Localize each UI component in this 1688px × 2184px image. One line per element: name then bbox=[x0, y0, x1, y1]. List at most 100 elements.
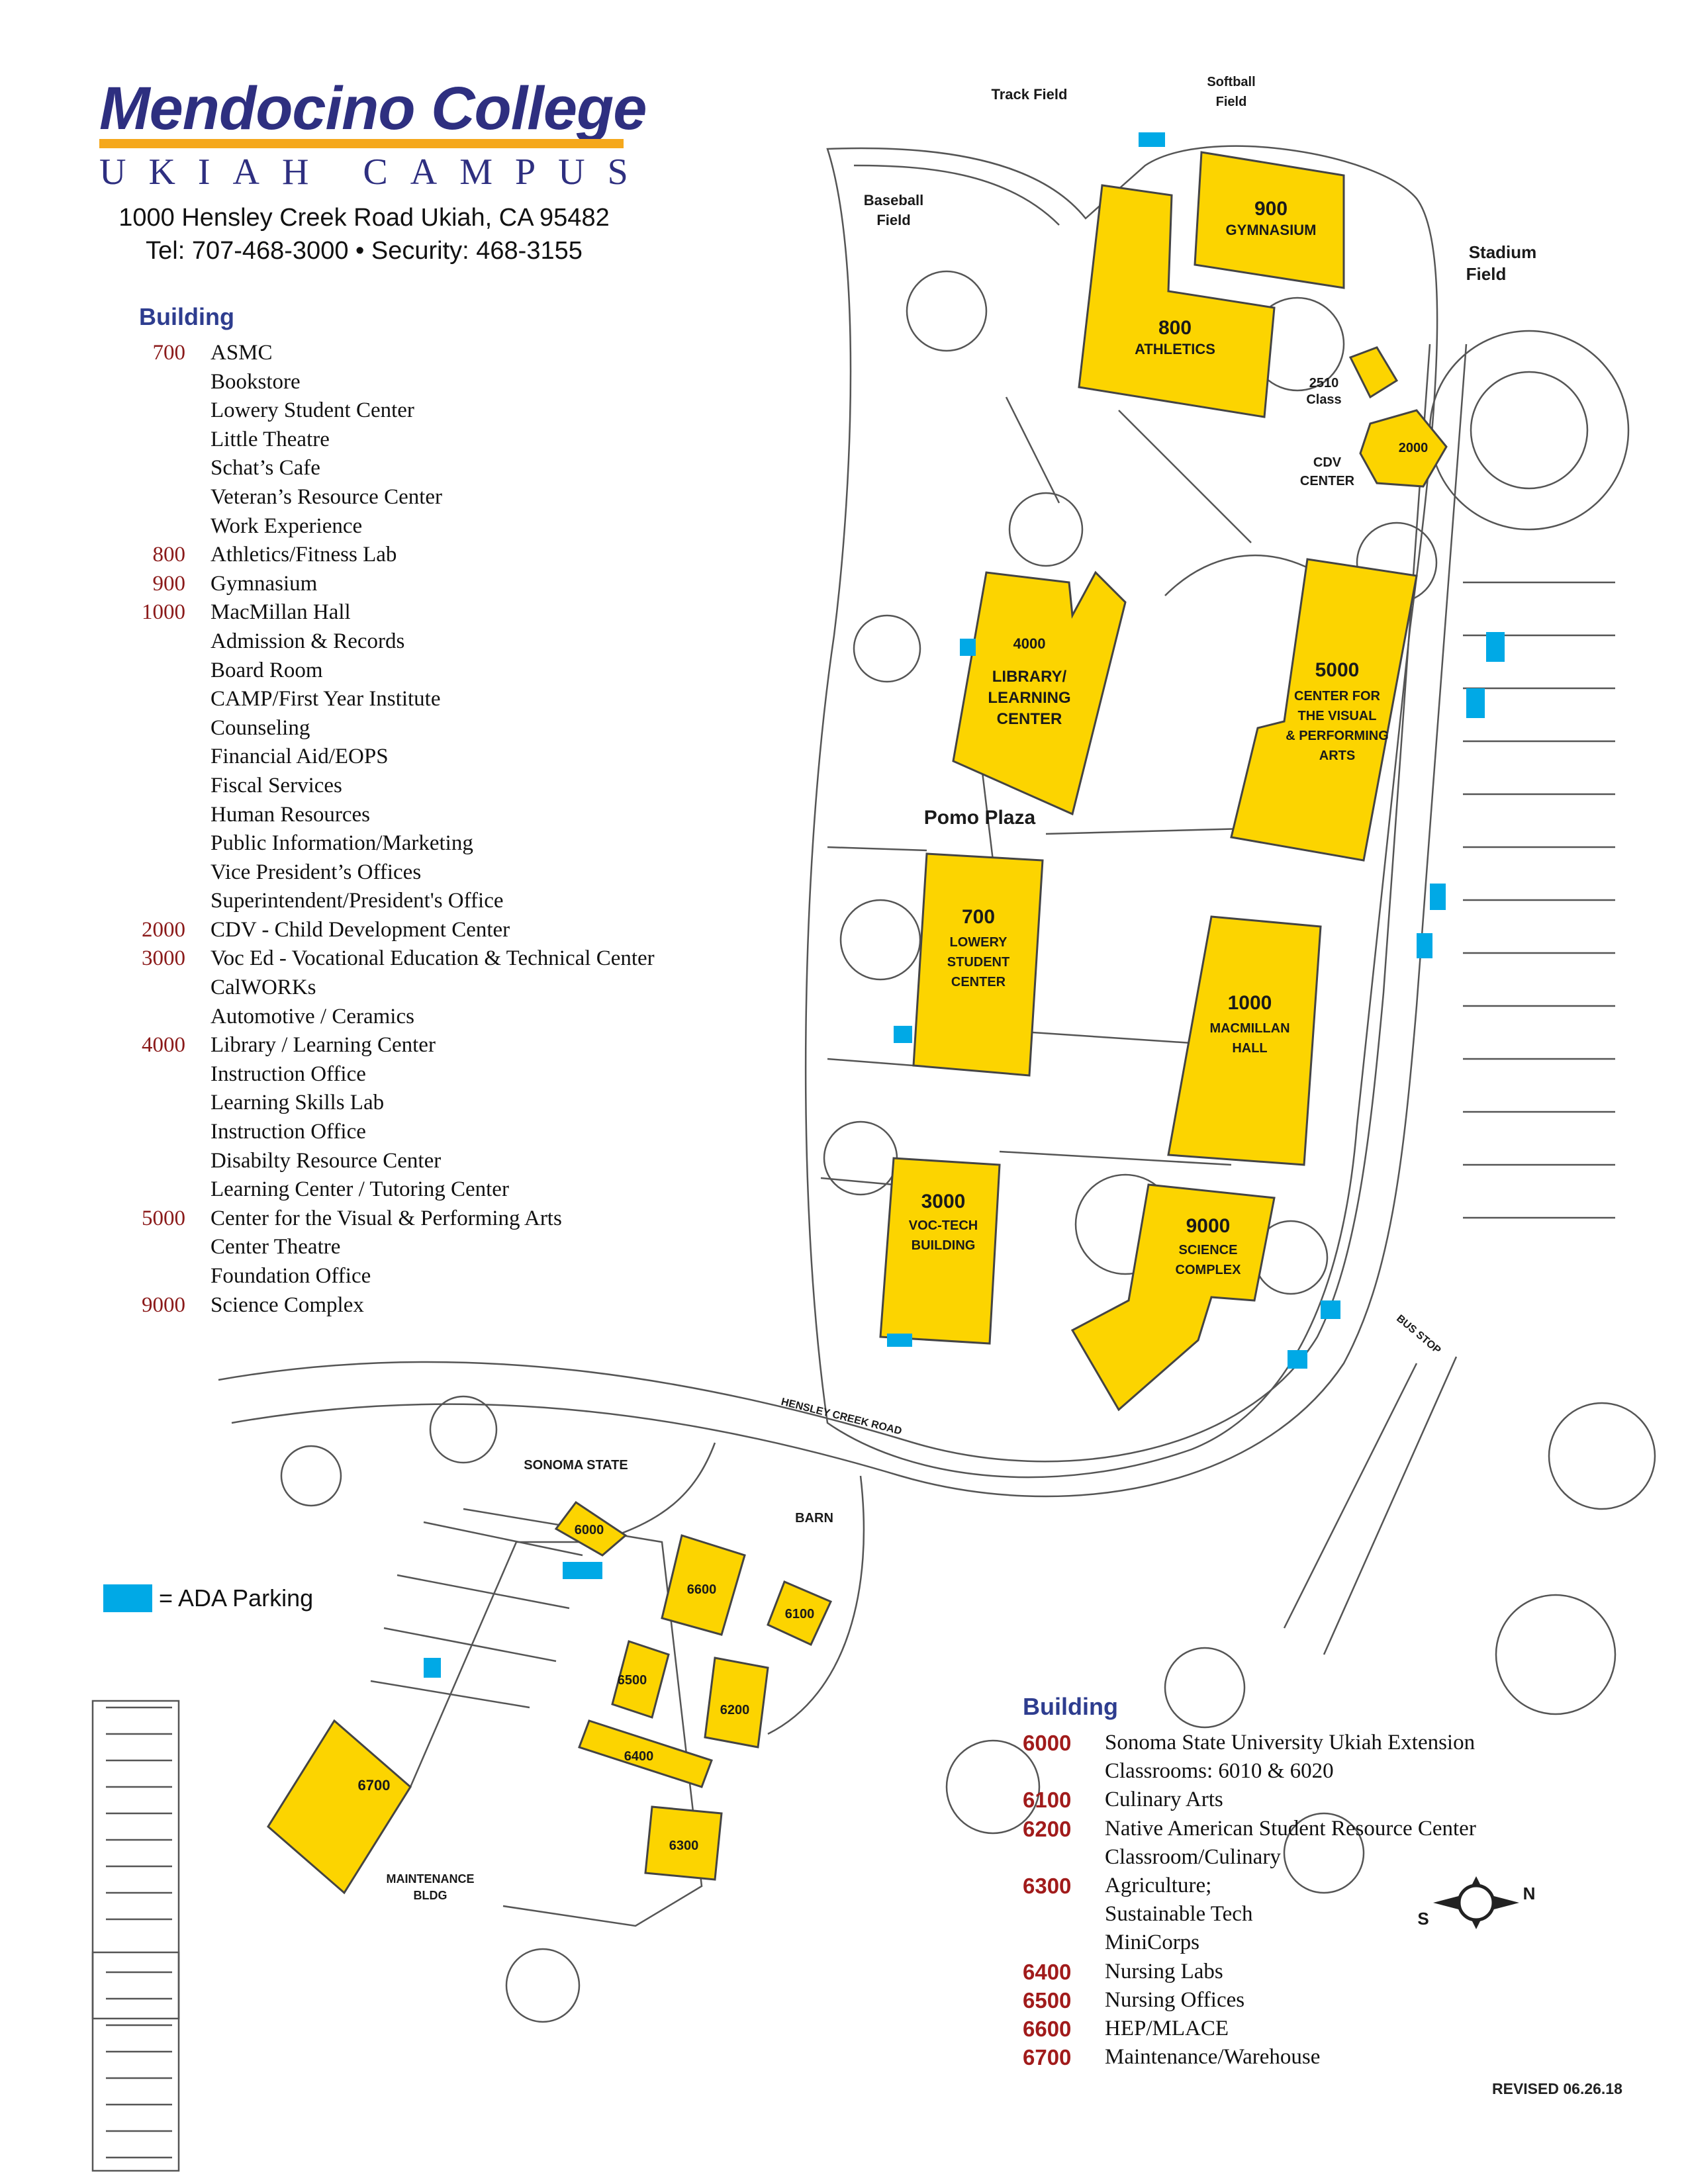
campus-phone: Tel: 707-468-3000 • Security: 468-3155 bbox=[146, 237, 583, 265]
legend-row: Schat’s Cafe bbox=[132, 454, 728, 483]
legend-building-name: Agriculture; bbox=[1105, 1873, 1212, 1897]
label-baseball-1: Baseball bbox=[864, 192, 924, 208]
legend-row: Veteran’s Resource Center bbox=[132, 483, 728, 512]
building-6200[interactable] bbox=[704, 1657, 769, 1749]
building-900[interactable] bbox=[1194, 151, 1345, 289]
legend-heading-main: Building bbox=[139, 303, 234, 330]
label-6000-name: SONOMA STATE bbox=[524, 1458, 628, 1473]
building-1000[interactable] bbox=[1167, 915, 1322, 1166]
legend-building-name: CDV - Child Development Center bbox=[211, 917, 510, 942]
ada-space bbox=[1321, 1300, 1340, 1319]
label-2510-num: 2510 bbox=[1309, 376, 1339, 390]
legend-building-name: Culinary Arts bbox=[1105, 1788, 1223, 1812]
legend-building-name: Maintenance/Warehouse bbox=[1105, 2045, 1321, 2070]
building-6700[interactable] bbox=[267, 1719, 412, 1895]
building-6400[interactable] bbox=[578, 1719, 713, 1788]
label-6700-name: MAINTENANCE bbox=[387, 1872, 475, 1886]
legend-building-name: Center for the Visual & Performing Arts bbox=[211, 1206, 562, 1230]
legend-building-name: Vice President’s Offices bbox=[211, 860, 422, 884]
legend-building-name: Bookstore bbox=[211, 369, 301, 394]
legend-row: CAMP/First Year Institute bbox=[132, 685, 728, 714]
legend-building-number: 1000 bbox=[142, 600, 185, 625]
building-700[interactable] bbox=[912, 852, 1044, 1077]
legend-row: Vice President’s Offices bbox=[132, 858, 728, 887]
label-9000-num: 9000 bbox=[1186, 1215, 1231, 1237]
legend-row: MiniCorps bbox=[1023, 1929, 1618, 1957]
building-9000[interactable] bbox=[1070, 1183, 1276, 1412]
label-4000-line3: CENTER bbox=[997, 710, 1062, 728]
legend-row: Center Theatre bbox=[132, 1233, 728, 1262]
building-6000[interactable] bbox=[554, 1500, 628, 1557]
building-6600[interactable] bbox=[661, 1534, 746, 1636]
legend-row: Instruction Office bbox=[132, 1118, 728, 1147]
legend-building-number: 800 bbox=[152, 543, 186, 567]
legend-row: Public Information/Marketing bbox=[132, 829, 728, 858]
legend-building-name: Instruction Office bbox=[211, 1120, 366, 1144]
legend-row: Superintendent/President's Office bbox=[132, 887, 728, 916]
building-2000[interactable] bbox=[1359, 409, 1448, 488]
legend-row: Counseling bbox=[132, 714, 728, 743]
campus-name: UKIAH CAMPUS bbox=[99, 152, 651, 193]
building-5000[interactable] bbox=[1230, 558, 1418, 862]
label-2000-name2: CENTER bbox=[1300, 474, 1355, 488]
legend-building-name: Sustainable Tech bbox=[1105, 1902, 1253, 1927]
legend-heading-annex: Building bbox=[1023, 1693, 1118, 1720]
legend-building-name: Fiscal Services bbox=[211, 773, 342, 797]
legend-row: Financial Aid/EOPS bbox=[132, 743, 728, 772]
label-3000-num: 3000 bbox=[921, 1191, 966, 1212]
building-3000[interactable] bbox=[879, 1157, 1001, 1345]
campus-address: 1000 Hensley Creek Road Ukiah, CA 95482 bbox=[118, 204, 610, 232]
legend-building-number: 900 bbox=[152, 571, 186, 596]
label-1000-line2: HALL bbox=[1232, 1041, 1267, 1056]
label-700-line1: LOWERY bbox=[949, 935, 1008, 950]
building-6500[interactable] bbox=[611, 1640, 670, 1719]
label-1000-line1: MACMILLAN bbox=[1209, 1021, 1289, 1036]
legend-row: Disabilty Resource Center bbox=[132, 1147, 728, 1176]
label-4000-line1: LIBRARY/ bbox=[992, 668, 1067, 686]
label-5000-num: 5000 bbox=[1315, 659, 1360, 681]
legend-building-number: 4000 bbox=[142, 1033, 185, 1058]
building-6100[interactable] bbox=[767, 1580, 833, 1646]
legend-building-name: HEP/MLACE bbox=[1105, 2016, 1229, 2040]
compass-rose: S N bbox=[1417, 1876, 1535, 1929]
ada-space bbox=[1466, 688, 1485, 718]
legend-building-name: Center Theatre bbox=[211, 1235, 341, 1259]
label-900-name: GYMNASIUM bbox=[1226, 222, 1317, 238]
legend-row: Work Experience bbox=[132, 512, 728, 541]
legend-building-name: Human Resources bbox=[211, 802, 371, 827]
building-2510[interactable] bbox=[1348, 346, 1399, 399]
legend-building-name: Disabilty Resource Center bbox=[211, 1148, 442, 1173]
label-barn: BARN bbox=[795, 1511, 833, 1525]
legend-building-name: Financial Aid/EOPS bbox=[211, 745, 389, 769]
compass-south: S bbox=[1417, 1909, 1429, 1929]
legend-building-name: Native American Student Resource Center bbox=[1105, 1816, 1476, 1841]
label-bus-stop: BUS STOP bbox=[1394, 1313, 1443, 1357]
building-6300[interactable] bbox=[644, 1805, 723, 1881]
building-4000[interactable] bbox=[952, 570, 1127, 816]
legend-row: Little Theatre bbox=[132, 426, 728, 455]
legend-building-name: ASMC bbox=[211, 341, 273, 365]
label-6300-num: 6300 bbox=[669, 1839, 699, 1853]
label-track-field: Track Field bbox=[992, 86, 1068, 103]
legend-building-number: 700 bbox=[152, 341, 186, 365]
building-800[interactable] bbox=[1078, 184, 1276, 418]
legend-building-name: Nursing Offices bbox=[1105, 1987, 1245, 2012]
legend-building-name: Lowery Student Center bbox=[211, 398, 414, 423]
legend-row: Fiscal Services bbox=[132, 772, 728, 801]
building-labels: 900 GYMNASIUM 800 ATHLETICS 2510 Class 2… bbox=[358, 198, 1429, 1902]
label-5000-line2: THE VISUAL bbox=[1298, 709, 1377, 723]
